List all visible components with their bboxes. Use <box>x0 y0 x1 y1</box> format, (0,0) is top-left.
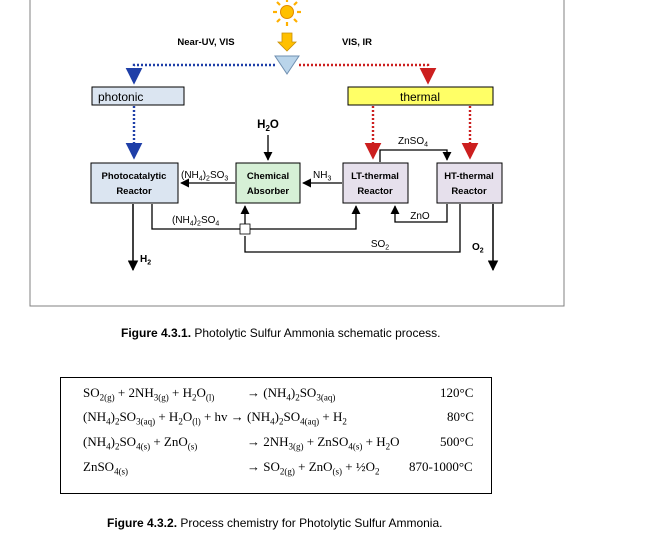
equations-box: SO2(g) + 2NH3(g) + H2O(l) → (NH4)2SO3(aq… <box>60 377 492 494</box>
figure-frame <box>29 0 565 307</box>
figure-4-3-1-caption: Figure 4.3.1. Photolytic Sulfur Ammonia … <box>121 326 440 340</box>
nh4so3-label: (NH4)2SO3 <box>181 170 228 183</box>
equation-1-temp: 120°C <box>440 385 474 400</box>
light-down-arrow-icon <box>277 32 297 52</box>
photocatalytic-reactor-box <box>90 162 179 204</box>
nh4so4-label: (NH4)2SO4 <box>172 215 219 228</box>
zno-label: ZnO <box>410 211 430 222</box>
equation-4-product: → SO2(g) + ZnO(s) + ½O2 <box>247 459 380 477</box>
ht-thermal-reactor-line1: HT-thermal <box>444 171 494 182</box>
ht-thermal-reactor-line2: Reactor <box>451 186 487 197</box>
znso4-flow-path <box>379 149 452 162</box>
near-uv-vis-label: Near-UV, VIS <box>177 37 234 48</box>
photonic-box <box>91 86 185 106</box>
nh4so4-flow-path <box>151 204 361 230</box>
figure-4-3-1-text: Photolytic Sulfur Ammonia schematic proc… <box>194 326 441 340</box>
lt-thermal-reactor-box <box>342 162 409 204</box>
chemical-absorber-line2: Absorber <box>247 186 290 197</box>
equation-1-product: → (NH4)2SO3(aq) <box>247 385 336 403</box>
h2o-label: H2O <box>257 119 279 133</box>
thermal-label: thermal <box>400 90 440 104</box>
chemical-absorber-line1: Chemical <box>247 171 289 182</box>
lt-thermal-reactor-line2: Reactor <box>357 186 393 197</box>
figure-4-3-2-caption: Figure 4.3.2. Process chemistry for Phot… <box>107 516 442 530</box>
equation-2-temp: 80°C <box>447 409 474 424</box>
equation-3: (NH4)2SO4(s) + ZnO(s) <box>83 434 198 452</box>
vis-ir-label: VIS, IR <box>342 37 372 48</box>
so2-label: SO2 <box>371 239 389 252</box>
photocatalytic-reactor-line1: Photocatalytic <box>102 171 167 182</box>
nh3-label: NH3 <box>313 170 331 183</box>
figure-4-3-1-label: Figure 4.3.1. <box>121 326 192 340</box>
ht-thermal-reactor-box <box>436 162 503 204</box>
photocatalytic-reactor-line2: Reactor <box>116 186 152 197</box>
thermal-box <box>347 86 494 106</box>
line-crossing-bridge <box>239 223 251 235</box>
sun-icon <box>273 0 301 26</box>
equation-3-temp: 500°C <box>440 434 474 449</box>
equation-4-temp: 870-1000°C <box>409 459 473 474</box>
figure-4-3-2-text: Process chemistry for Photolytic Sulfur … <box>180 516 443 530</box>
zno-flow-path <box>390 204 448 223</box>
equation-4: ZnSO4(s) <box>83 459 129 477</box>
o2-label: O2 <box>472 242 484 255</box>
h2-label: H2 <box>140 254 151 267</box>
photonic-label: photonic <box>98 90 143 104</box>
equation-1: SO2(g) + 2NH3(g) + H2O(l) <box>83 385 215 403</box>
equation-3-product: → 2NH3(g) + ZnSO4(s) + H2O <box>247 434 400 452</box>
equation-2: (NH4)2SO3(aq) + H2O(l) + hv → (NH4)2SO4(… <box>83 409 347 427</box>
photonic-light-path <box>125 63 275 85</box>
prism-splitter-icon <box>274 55 300 75</box>
lt-thermal-reactor-line1: LT-thermal <box>351 171 399 182</box>
thermal-light-path <box>299 63 437 85</box>
so2-flow-path <box>244 204 461 253</box>
znso4-label: ZnSO4 <box>398 136 428 149</box>
figure-4-3-2-label: Figure 4.3.2. <box>107 516 178 530</box>
chemical-absorber-box <box>235 162 301 204</box>
